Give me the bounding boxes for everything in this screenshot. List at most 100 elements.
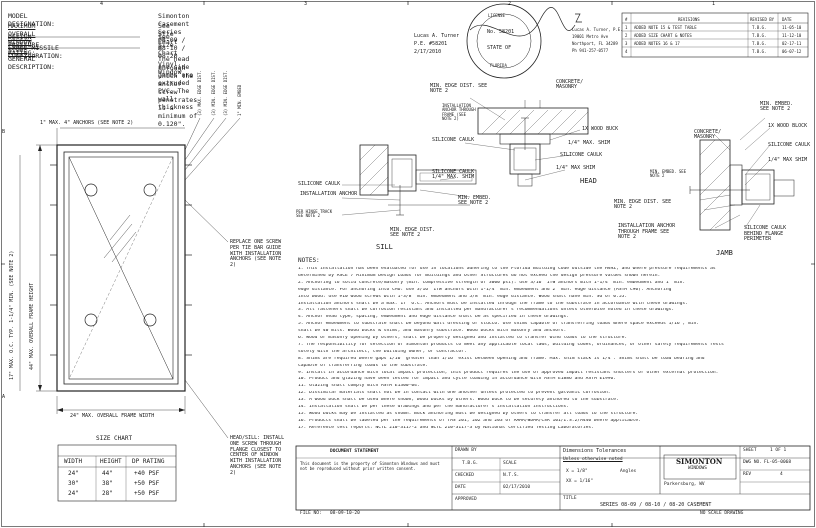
- head-label-2: INSTALLATION ANCHOR THROUGH FRAME (SEE N…: [442, 103, 476, 122]
- note-line: 8. Shims are required where gaps 1/16" g…: [298, 356, 705, 361]
- header-key: DESIGN PRESSURE RATING:: [8, 33, 40, 57]
- size-cell: +50 PSF: [134, 480, 160, 487]
- sill-label-2: PER HINGE TRACK SEE NOTE 2: [296, 209, 333, 218]
- header-value: through which the anchor screw penetrate…: [158, 64, 198, 128]
- rev-row-4: 4 T.B.G. 06-07-12: [622, 47, 808, 55]
- zone-side-a: A: [2, 394, 6, 400]
- note-line: 6. Wood or masonry opening by others, sh…: [298, 336, 628, 340]
- elevation-top-dim: 1" MAX. 4" ANCHORS (SEE NOTE 2): [40, 120, 134, 126]
- elevation-vlabel-0: (3) MAX. EDGE DIST.: [197, 70, 202, 116]
- note-line: 12. Dissimilar materials shall not be in…: [298, 391, 611, 396]
- tb-checked-label: CHECKED: [455, 473, 474, 478]
- size-cell: 30": [68, 480, 79, 487]
- note-line: 16. Products shall be labeled per the re…: [298, 418, 641, 423]
- rev-cell: T.B.G.: [752, 49, 767, 54]
- jamb-label-1: 1X WOOD BLOCK: [768, 123, 808, 129]
- tb-drawn-value: T.B.G.: [462, 461, 479, 466]
- sill-label-4: MIN. EMBED. SEE NOTE 2: [458, 195, 492, 206]
- jamb-title: JAMB: [716, 249, 733, 257]
- jamb-label-8: SILICONE CAULK BEHIND FLANGE PERIMETER: [744, 225, 787, 242]
- size-cell: 44": [102, 470, 113, 477]
- engineer-block-3: Ph 941-257-0577: [572, 48, 609, 53]
- rev-cell: 06-07-12: [782, 49, 802, 54]
- tb-scale-label: SCALE: [503, 461, 517, 466]
- header-key: GENERAL DESCRIPTION:: [8, 55, 55, 71]
- note-line: solely with the architect, the building …: [298, 349, 467, 354]
- header-value: Simonton Casement Series 08-09 / 08-10 /…: [158, 12, 190, 76]
- head-label-7: 1/4" MAX SHIM: [556, 165, 596, 171]
- rev-cell: T.B.G.: [752, 41, 767, 46]
- sill-label-3: SILICONE CAULK 1/4" MAX. SHIM: [432, 169, 475, 180]
- header-key: MODEL DESIGNATION:: [8, 12, 55, 28]
- notes-title: NOTES:: [298, 257, 320, 264]
- size-col: WIDTH: [64, 458, 83, 465]
- head-label-1: CONCRETE/ MASONRY: [556, 79, 584, 90]
- header-value: See Size Chart: [158, 22, 178, 46]
- jamb-label-4: 1/4" MAX SHIM: [768, 157, 808, 163]
- note-line: edge distance. For anchoring into CMU: u…: [298, 287, 672, 292]
- stamp-top-text: LICENSE: [488, 13, 505, 18]
- rev-row-3: 3 ADDED NOTES 16 & 17 T.B.G. 02-17-11: [622, 39, 808, 47]
- engineer-date: 2/17/2010: [414, 49, 442, 55]
- rev-col: REVISED BY: [750, 17, 775, 22]
- stamp-number: No. 58201: [487, 29, 515, 35]
- head-label-6: SILICONE CAULK: [560, 152, 603, 158]
- zone-top-4: 4: [100, 1, 104, 7]
- note-line: into wood: use #10 wood screws with 1-3/…: [298, 294, 628, 299]
- disclaimer-title: DOCUMENT STATEMENT: [330, 449, 379, 454]
- tb-company-sub: WINDOWS: [688, 466, 707, 471]
- elevation-width-dim: 24" MAX. OVERALL FRAME WIDTH: [70, 413, 155, 419]
- note-line: 15. Wood bucks may be installed as shown…: [298, 411, 639, 416]
- rev-cell: 1: [625, 25, 628, 30]
- sill-title: SILL: [376, 243, 393, 251]
- rev-col: #: [625, 17, 628, 22]
- rev-cell: ADDED NOTE 15 & TEST TABLE: [634, 25, 697, 30]
- rev-cell: ADDED NOTES 16 & 17: [634, 41, 680, 46]
- jamb-label-5: MIN. EMBED. SEE NOTE 2: [650, 169, 687, 178]
- rev-cell: T.B.G.: [752, 25, 767, 30]
- engineer-block-2: Northport, FL 34289: [572, 41, 618, 46]
- rev-cell: 4: [625, 49, 628, 54]
- tb-dims-title: Dimensions Tolerances: [563, 448, 627, 454]
- head-label-4: SILICONE CAULK: [432, 137, 475, 143]
- sill-label-1: INSTALLATION ANCHOR: [300, 191, 358, 197]
- rev-cell: ADDED SIZE CHART & NOTES: [634, 33, 692, 38]
- tb-dwg-label: DWG NO.: [743, 460, 762, 465]
- jamb-label-0: MIN. EMBED. SEE NOTE 2: [760, 101, 794, 112]
- stamp-state: STATE OF: [487, 45, 512, 51]
- rev-cell: 3: [625, 41, 628, 46]
- jamb-label-7: INSTALLATION ANCHOR THROUGH FRAME SEE NO…: [618, 223, 676, 240]
- note-line: 1. This installation has been evaluated …: [298, 267, 716, 271]
- tb-title-value: SERIES 08-09 / 08-10 / 08-20 CASEMENT: [600, 502, 712, 508]
- tb-dwg-value: FL-05-0068: [764, 460, 792, 465]
- tb-date-label: DATE: [455, 485, 466, 490]
- note-line: 13. A wood buck shall be used where show…: [298, 398, 619, 403]
- disclaimer-text: This document is the property of Simonto…: [300, 461, 440, 471]
- elevation-right-label: REPLACE ONE SCREW PER TIE BAR GUIDE WITH…: [230, 239, 282, 268]
- rev-cell: 11-05-10: [782, 25, 802, 30]
- rev-row-2: 2 ADDED SIZE CHART & NOTES T.B.G. 11-12-…: [622, 31, 808, 39]
- header-value: X: [158, 44, 162, 52]
- header-value: See Size Chart: [158, 33, 178, 57]
- elevation-vlabel-3: 1" MIN. EMBED: [237, 84, 242, 116]
- engineer-license: P.E. #58201: [414, 41, 448, 47]
- note-line: 3. All fasteners shall be corrosion resi…: [298, 308, 675, 313]
- tb-dims-sub: Unless otherwise noted: [563, 457, 623, 462]
- note-line: 14. Installation shall be per these draw…: [298, 405, 570, 409]
- note-line: shall be 40 mils. Wood bucks & shims, an…: [298, 329, 567, 334]
- head-label-3: 1X WOOD BUCK: [582, 126, 619, 132]
- size-col: DP RATING: [132, 458, 165, 465]
- size-chart-title: SIZE CHART: [96, 435, 133, 442]
- rev-col: DATE: [782, 17, 792, 22]
- size-cell: 24": [68, 490, 79, 497]
- tb-angles: Angles: [620, 469, 637, 474]
- note-line: 5. Anchor embedment to substrate shall b…: [298, 322, 700, 327]
- engineer-block-1: 19001 Metro Ave: [572, 34, 609, 39]
- zone-top-1: 1: [712, 1, 716, 7]
- tb-company: SIMONTON: [676, 457, 723, 466]
- tb-file-label: FILE NO:: [300, 511, 322, 516]
- header-key: LARGE MISSILE CONFIGURATION:: [8, 44, 63, 60]
- jamb-label-2: CONCRETE/ MASONRY: [694, 129, 722, 140]
- size-cell: +40 PSF: [134, 470, 160, 477]
